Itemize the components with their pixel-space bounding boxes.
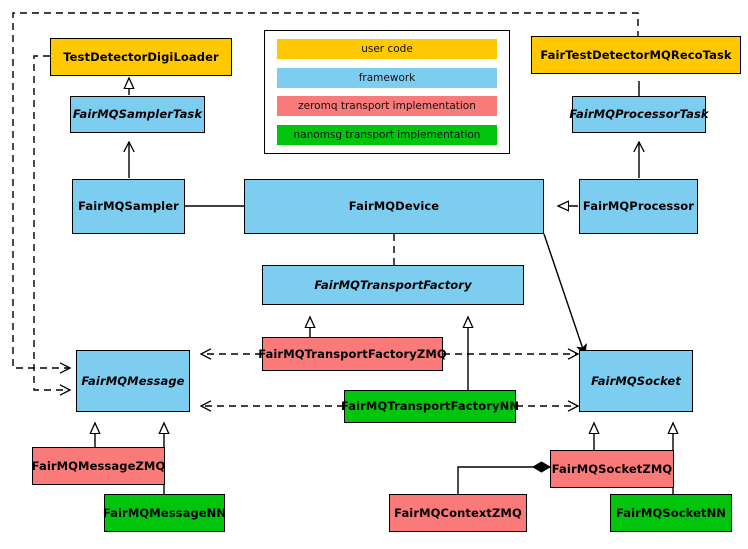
- legend-label: nanomsg transport implementation: [293, 128, 481, 141]
- node-fairmq-processor-task[interactable]: FairMQProcessorTask: [569, 96, 709, 133]
- legend-label: user code: [361, 43, 413, 55]
- node-label: FairTestDetectorMQRecoTask: [540, 47, 732, 62]
- legend-item-framework: framework: [277, 67, 497, 88]
- node-fairmq-message-zmq[interactable]: FairMQMessageZMQ: [32, 447, 165, 485]
- node-label: FairMQTransportFactoryZMQ: [258, 346, 447, 361]
- node-label: FairMQSocketNN: [615, 505, 727, 520]
- legend: user code framework zeromq transport imp…: [264, 30, 510, 154]
- node-label: FairMQContextZMQ: [394, 505, 522, 520]
- node-fairmq-sampler[interactable]: FairMQSampler: [72, 179, 185, 234]
- node-fairmq-processor[interactable]: FairMQProcessor: [579, 179, 698, 234]
- node-label: FairMQTransportFactoryNN: [340, 399, 520, 414]
- node-label: FairMQMessage: [81, 373, 185, 388]
- node-label: FairMQDevice: [348, 199, 440, 214]
- node-label: FairMQSamplerTask: [72, 107, 203, 122]
- node-label: FairMQTransportFactory: [314, 277, 472, 292]
- node-fair-test-detector-mq-reco-task[interactable]: FairTestDetectorMQRecoTask: [531, 36, 741, 74]
- edge-socketzmq-contextzmq: [457, 461, 551, 494]
- node-label: FairMQSampler: [78, 199, 179, 214]
- node-label: FairMQProcessorTask: [569, 107, 709, 122]
- legend-item-zeromq: zeromq transport implementation: [277, 96, 497, 117]
- node-fairmq-sampler-task[interactable]: FairMQSamplerTask: [70, 96, 205, 133]
- node-fairmq-socket[interactable]: FairMQSocket: [579, 350, 693, 412]
- node-fairmq-context-zmq[interactable]: FairMQContextZMQ: [389, 494, 527, 532]
- legend-item-nanomsg: nanomsg transport implementation: [277, 124, 497, 145]
- node-fairmq-socket-zmq[interactable]: FairMQSocketZMQ: [550, 450, 674, 488]
- node-fairmq-socket-nn[interactable]: FairMQSocketNN: [610, 494, 732, 532]
- node-label: FairMQMessageNN: [102, 505, 227, 520]
- edge-device-socket: [543, 233, 585, 355]
- node-test-detector-digi-loader[interactable]: TestDetectorDigiLoader: [50, 38, 232, 76]
- legend-label: zeromq transport implementation: [298, 100, 476, 113]
- node-fairmq-transport-factory-zmq[interactable]: FairMQTransportFactoryZMQ: [258, 337, 447, 371]
- node-label: FairMQProcessor: [582, 199, 695, 214]
- node-fairmq-transport-factory-nn[interactable]: FairMQTransportFactoryNN: [340, 390, 520, 423]
- legend-item-user-code: user code: [277, 39, 497, 59]
- edge-digiloader-message: [33, 55, 72, 396]
- node-fairmq-message[interactable]: FairMQMessage: [76, 350, 190, 412]
- node-label: TestDetectorDigiLoader: [63, 49, 219, 64]
- node-fairmq-transport-factory[interactable]: FairMQTransportFactory: [262, 265, 524, 305]
- legend-label: framework: [358, 71, 416, 84]
- node-fairmq-device[interactable]: FairMQDevice: [244, 179, 544, 234]
- node-fairmq-message-nn[interactable]: FairMQMessageNN: [102, 494, 227, 532]
- node-label: FairMQSocketZMQ: [551, 461, 673, 476]
- node-label: FairMQSocket: [591, 373, 681, 388]
- node-label: FairMQMessageZMQ: [31, 458, 166, 473]
